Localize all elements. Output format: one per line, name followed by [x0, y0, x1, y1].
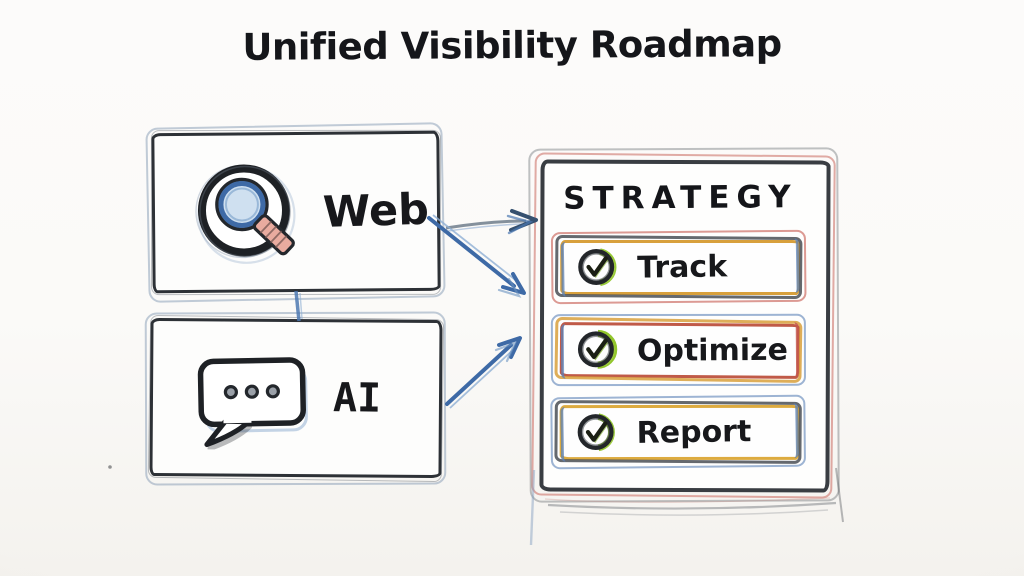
strategy-panel: STRATEGY Track Optimi — [539, 159, 831, 493]
strategy-item-label: Track — [636, 249, 728, 286]
source-label-ai: AI — [332, 375, 382, 422]
check-icon — [578, 248, 617, 287]
strategy-item-track: Track — [560, 238, 801, 297]
source-box-ai: AI — [149, 317, 443, 479]
check-icon — [577, 414, 615, 452]
strategy-title: STRATEGY — [563, 179, 798, 217]
chat-bubble-icon — [197, 357, 308, 451]
arrow-web-to-strategy — [445, 209, 538, 235]
page-title: Unified Visibility Roadmap — [242, 22, 782, 69]
strategy-item-label: Report — [636, 414, 752, 451]
strategy-item-optimize: Optimize — [559, 321, 801, 379]
source-label-web: Web — [322, 184, 430, 238]
arrow-ai-to-strategy — [445, 336, 522, 409]
check-icon — [577, 329, 618, 369]
source-box-web: Web — [151, 130, 441, 294]
strategy-item-report: Report — [559, 403, 800, 462]
magnifier-icon — [195, 164, 296, 264]
connector-line — [294, 290, 303, 322]
strategy-item-label: Optimize — [636, 332, 788, 369]
arrow-web-to-track — [427, 214, 526, 298]
